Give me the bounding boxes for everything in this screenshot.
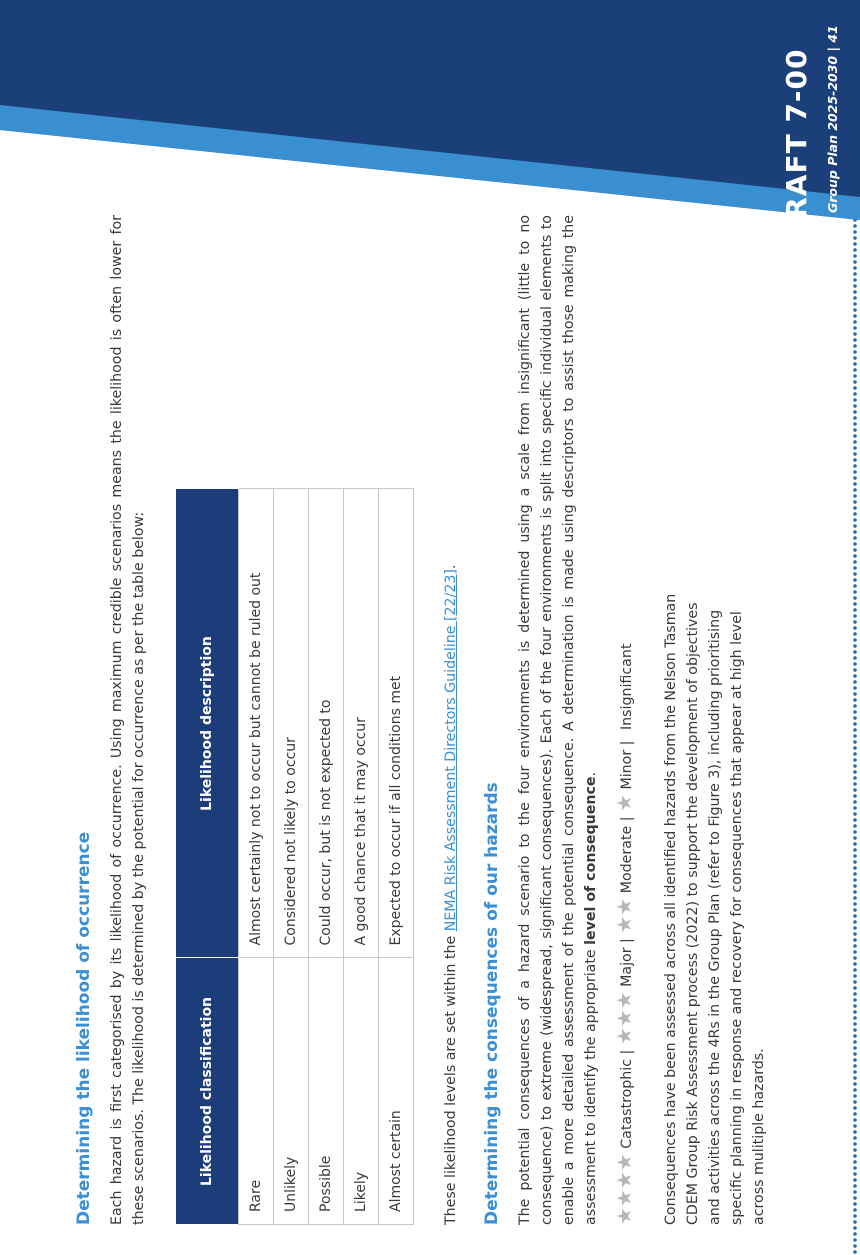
table-row: Rare Almost certainly not to occur but c… [238, 489, 274, 1225]
classification-cell: Unlikely [273, 958, 309, 1225]
star-icon: ★ [612, 1189, 636, 1208]
classification-cell: Rare [238, 958, 274, 1225]
scale-major: Major | [619, 938, 635, 987]
consequences-heading: Determining the consequences of our haza… [482, 782, 502, 1225]
star-icon: ★ [612, 897, 636, 916]
star-icon: ★ [612, 1171, 636, 1190]
classification-cell: Likely [343, 958, 379, 1225]
star-icon: ★ [612, 1153, 636, 1172]
likelihood-table: Likelihood classification Likelihood des… [176, 489, 414, 1226]
table-row: Almost certain Expected to occur if all … [378, 489, 414, 1225]
star-icon: ★ [612, 1009, 636, 1028]
description-cell: Expected to occur if all conditions met [378, 489, 414, 958]
classification-cell: Possible [308, 958, 344, 1225]
consequences-paragraph: The potential consequences of a hazard s… [514, 215, 602, 1225]
table-row: Possible Could occur, but is not expecte… [308, 489, 344, 1225]
scale-insignificant: Insignificant [619, 643, 635, 731]
table-header-row: Likelihood classification Likelihood des… [176, 489, 239, 1225]
classification-cell: Almost certain [378, 958, 414, 1225]
star-icon: ★ [612, 1207, 636, 1225]
star-icon: ★ [612, 991, 636, 1010]
star-icon: ★ [612, 915, 636, 934]
scale-moderate: Moderate | [619, 816, 635, 894]
scale-minor: Minor | [619, 740, 635, 790]
description-cell: Almost certainly not to occur but cannot… [238, 489, 274, 958]
consequence-scale: ★★★★ Catastrophic | ★★★ Major | ★★ Moder… [612, 644, 636, 1225]
table-header-description: Likelihood description [176, 489, 239, 958]
note-suffix: . [443, 564, 459, 570]
consequences-text-end: . [583, 771, 599, 777]
page-footer: Nelson Tasman CDEM Group Plan 2025-2030 … [825, 25, 840, 368]
table-header-classification: Likelihood classification [176, 958, 239, 1225]
banner-graphic [0, 0, 860, 220]
description-cell: Considered not likely to occur [273, 489, 309, 958]
scale-catastrophic: Catastrophic | [619, 1049, 635, 1149]
description-cell: Could occur, but is not expected to [308, 489, 344, 958]
likelihood-note: These likelihood levels are set within t… [440, 215, 462, 1225]
description-cell: A good chance that it may occur [343, 489, 379, 958]
nema-guideline-link[interactable]: NEMA Risk Assessment Directors Guideline… [443, 569, 459, 932]
level-of-consequence-text: level of consequence [583, 776, 599, 945]
likelihood-paragraph: Each hazard is first categorised by its … [109, 215, 147, 1225]
note-prefix: These likelihood levels are set within t… [443, 931, 459, 1225]
star-icon: ★ [612, 1027, 636, 1046]
table-row: Unlikely Considered not likely to occur [273, 489, 309, 1225]
star-icon: ★ [612, 794, 636, 812]
consequences-closing: Consequences have been assessed across a… [663, 593, 767, 1225]
table-row: Likely A good chance that it may occur [343, 489, 379, 1225]
consequences-text: The potential consequences of a hazard s… [517, 215, 599, 1225]
likelihood-heading: Determining the likelihood of occurrence [74, 831, 94, 1225]
draft-label: DRAFT 7-00 [780, 48, 813, 243]
